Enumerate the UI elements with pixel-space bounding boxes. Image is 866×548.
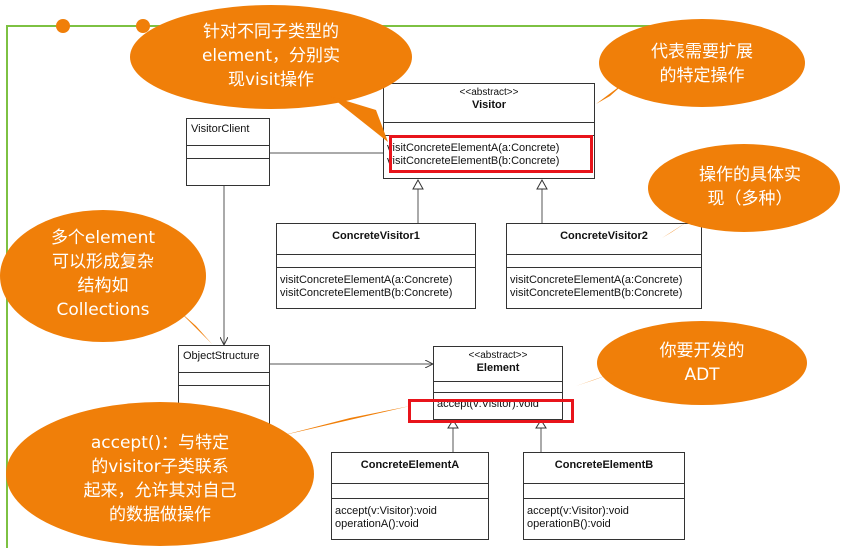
concrete-element-a-method: operationA():void: [335, 518, 419, 530]
class-visitor-client: VisitorClient: [186, 118, 270, 186]
concrete-element-b-title: ConcreteElementB: [554, 459, 654, 471]
inheritance-triangle: [535, 419, 547, 429]
visitor-client-title: VisitorClient: [191, 123, 250, 135]
callout-accept-line: 的数据做操作: [109, 505, 211, 525]
callout-visit-ops: 针对不同子类型的 element，分别实 现visit操作: [130, 5, 412, 142]
callout-collections: 多个element 可以形成复杂 结构如 Collections: [0, 210, 212, 344]
callout-accept-line: 起来，允许其对自己: [84, 481, 237, 501]
callout-collections-line: 可以形成复杂: [52, 252, 154, 272]
callout-collections-line: 结构如: [78, 276, 129, 296]
visitor-stereotype: <<abstract>>: [459, 87, 519, 98]
class-concrete-element-a: ConcreteElementA accept(v:Visitor):void …: [331, 452, 489, 540]
visitor-methods-highlight: [389, 135, 593, 173]
object-structure-title: ObjectStructure: [183, 350, 260, 362]
visitor-title: Visitor: [471, 99, 507, 111]
callout-adt-line: ADT: [684, 365, 720, 385]
callout-visit-ops-line: 针对不同子类型的: [203, 22, 339, 42]
inheritance-triangle: [536, 178, 548, 190]
concrete-visitor2-method: visitConcreteElementA(a:Concrete): [510, 274, 683, 286]
callout-concrete-impl: 操作的具体实 现（多种）: [648, 144, 840, 238]
callout-accept: accept()：与特定 的visitor子类联系 起来，允许其对自己 的数据做…: [6, 402, 410, 546]
element-accept-highlight: [408, 399, 574, 423]
callout-adt: 你要开发的 ADT: [576, 321, 807, 405]
concrete-element-b-method: operationB():void: [527, 518, 611, 530]
callout-concrete-impl-line: 现（多种）: [708, 189, 793, 209]
callout-specific-ops-line: 的特定操作: [660, 66, 745, 86]
callout-collections-line: Collections: [57, 300, 150, 320]
concrete-element-a-method: accept(v:Visitor):void: [335, 505, 437, 517]
visitor-method: visitConcreteElementB(b:Concrete): [387, 155, 560, 167]
callout-accept-line: accept()：与特定: [91, 433, 229, 453]
inheritance-triangle: [412, 178, 424, 190]
element-title: Element: [476, 362, 520, 374]
callout-adt-line: 你要开发的: [660, 341, 745, 361]
concrete-visitor1-method: visitConcreteElementA(a:Concrete): [280, 274, 453, 286]
callout-visit-ops-line: element，分别实: [202, 46, 340, 66]
concrete-element-b-method: accept(v:Visitor):void: [527, 505, 629, 517]
callout-specific-ops-line: 代表需要扩展: [651, 42, 753, 62]
concrete-element-a-title: ConcreteElementA: [360, 459, 460, 471]
callout-concrete-impl-line: 操作的具体实: [699, 165, 801, 185]
slide-dot: [56, 19, 70, 33]
visitor-method: visitConcreteElementA(a:Concrete): [387, 142, 560, 154]
concrete-visitor2-title: ConcreteVisitor2: [560, 230, 648, 242]
class-concrete-element-b: ConcreteElementB accept(v:Visitor):void …: [523, 452, 685, 540]
concrete-visitor2-method: visitConcreteElementB(b:Concrete): [510, 287, 683, 299]
element-stereotype: <<abstract>>: [468, 350, 528, 361]
callout-specific-ops: 代表需要扩展 的特定操作: [596, 19, 805, 107]
class-concrete-visitor1: ConcreteVisitor1 visitConcreteElementA(a…: [276, 223, 476, 309]
slide-dot: [136, 19, 150, 33]
callout-visit-ops-line: 现visit操作: [228, 70, 314, 90]
class-concrete-visitor2: ConcreteVisitor2 visitConcreteElementA(a…: [506, 223, 702, 309]
inheritance-triangle: [447, 419, 459, 429]
concrete-visitor1-title: ConcreteVisitor1: [332, 230, 420, 242]
callout-collections-line: 多个element: [51, 228, 155, 248]
concrete-visitor1-method: visitConcreteElementB(b:Concrete): [280, 287, 453, 299]
class-element: <<abstract>> Element accept(v:Visitor):v…: [433, 346, 563, 420]
callout-accept-line: 的visitor子类联系: [91, 457, 228, 477]
class-visitor: <<abstract>> Visitor visitConcreteElemen…: [383, 83, 595, 179]
